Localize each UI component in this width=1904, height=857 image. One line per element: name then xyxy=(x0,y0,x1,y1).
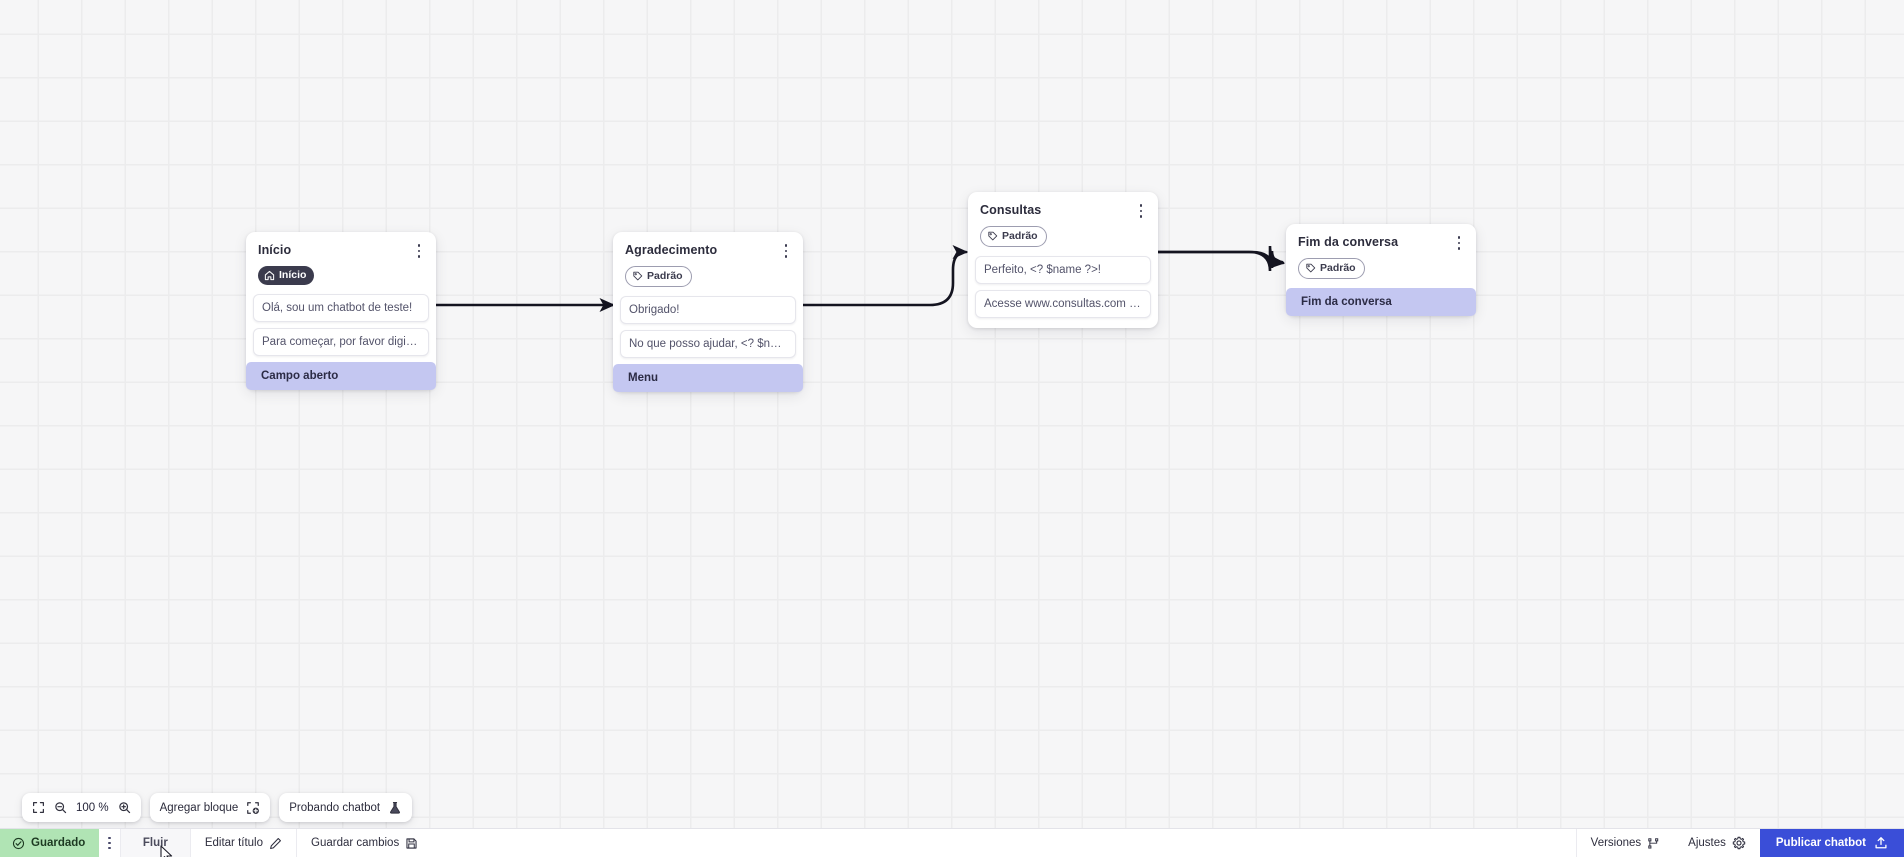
pencil-icon xyxy=(270,837,281,849)
node-tag-label: Padrão xyxy=(647,270,683,283)
node-tag-inicio[interactable]: Início xyxy=(258,266,315,285)
node-tag-row: Padrão xyxy=(1298,258,1464,279)
add-block-button[interactable]: Agregar bloque xyxy=(149,793,271,822)
node-row-message[interactable]: Olá, sou um chatbot de teste! xyxy=(253,294,429,322)
tag-icon xyxy=(633,271,643,281)
versions-label: Versiones xyxy=(1590,837,1642,849)
statusbar-spacer xyxy=(432,829,1575,857)
node-body: Perfeito, <? $name ?>! Acesse www.consul… xyxy=(968,256,1158,322)
node-header: Fim da conversa Padrão xyxy=(1286,224,1476,288)
node-title: Agradecimento xyxy=(625,243,718,257)
flow-node-consultas[interactable]: Consultas Padrão Perfeito, <? $name ?>! xyxy=(968,192,1158,328)
settings-button[interactable]: Ajustes xyxy=(1674,829,1760,857)
canvas-toolbar: 100 % Agregar bloque xyxy=(22,793,413,822)
zoom-in-icon[interactable] xyxy=(118,801,131,814)
save-changes-label: Guardar cambios xyxy=(311,837,400,849)
node-row-message[interactable]: Obrigado! xyxy=(620,296,796,324)
node-title: Consultas xyxy=(980,203,1042,217)
node-tag-padrao[interactable]: Padrão xyxy=(980,226,1047,247)
settings-label: Ajustes xyxy=(1688,837,1726,849)
node-row-action[interactable]: Menu xyxy=(613,364,803,392)
tab-fluir[interactable]: Fluir xyxy=(120,829,191,857)
node-menu-icon[interactable] xyxy=(1134,202,1148,220)
edge-consultas-to-fim xyxy=(1155,245,1285,272)
node-tag-padrao[interactable]: Padrão xyxy=(1298,258,1365,279)
saved-status-label: Guardado xyxy=(31,837,86,849)
node-row-message[interactable]: No que posso ajudar, <? $name ... xyxy=(620,330,796,358)
edit-title-button[interactable]: Editar título xyxy=(191,829,297,857)
node-body: Fim da conversa xyxy=(1286,288,1476,316)
node-body: Obrigado! No que posso ajudar, <? $name … xyxy=(613,296,803,392)
gear-icon xyxy=(1732,836,1746,850)
edit-title-label: Editar título xyxy=(204,837,263,849)
node-tag-row: Início xyxy=(258,266,424,285)
node-header: Início Início xyxy=(246,232,436,294)
node-row-message[interactable]: Para começar, por favor digite o ... xyxy=(253,328,429,356)
zoom-controls: 100 % xyxy=(22,793,141,822)
node-header: Agradecimento Padrão xyxy=(613,232,803,296)
edge-consultas-to-fim-curve xyxy=(1155,250,1286,269)
zoom-out-icon[interactable] xyxy=(54,801,67,814)
tag-icon xyxy=(988,231,998,241)
fit-screen-icon[interactable] xyxy=(32,801,45,814)
node-tag-padrao[interactable]: Padrão xyxy=(625,266,692,287)
node-tag-row: Padrão xyxy=(980,226,1146,247)
home-icon xyxy=(264,270,275,281)
check-circle-icon xyxy=(12,837,25,849)
saved-status-badge: Guardado xyxy=(0,829,100,857)
edge-agradecimento-to-consultas xyxy=(801,244,969,307)
node-row-message[interactable]: Acesse www.consultas.com par... xyxy=(975,290,1151,318)
save-changes-button[interactable]: Guardar cambios xyxy=(297,829,432,857)
tag-icon xyxy=(1306,263,1316,273)
node-title: Início xyxy=(258,243,292,257)
publish-chatbot-button[interactable]: Publicar chatbot xyxy=(1759,829,1904,857)
add-block-icon xyxy=(246,801,260,815)
flow-node-fim-da-conversa[interactable]: Fim da conversa Padrão Fim da conversa xyxy=(1286,224,1476,316)
tab-fluir-label: Fluir xyxy=(142,837,168,849)
more-vertical-icon[interactable] xyxy=(99,829,121,857)
node-tag-label: Padrão xyxy=(1320,262,1356,275)
node-header: Consultas Padrão xyxy=(968,192,1158,256)
node-tag-label: Padrão xyxy=(1002,230,1038,243)
node-tag-row: Padrão xyxy=(625,266,791,287)
branch-icon xyxy=(1648,837,1659,849)
node-title: Fim da conversa xyxy=(1298,235,1399,249)
statusbar-right-group: Versiones Ajustes Publicar chatbot xyxy=(1575,829,1904,857)
node-menu-icon[interactable] xyxy=(412,242,426,260)
versions-button[interactable]: Versiones xyxy=(1577,829,1675,857)
save-icon xyxy=(406,837,417,849)
add-block-label: Agregar bloque xyxy=(159,801,239,814)
node-row-action[interactable]: Fim da conversa xyxy=(1286,288,1476,316)
node-body: Olá, sou um chatbot de teste! Para começ… xyxy=(246,294,436,390)
node-tag-label: Início xyxy=(279,269,307,282)
flow-node-agradecimento[interactable]: Agradecimento Padrão Obrigado! No xyxy=(613,232,803,392)
bottom-status-bar: Guardado Fluir Editar título Guardar cam… xyxy=(0,828,1904,857)
test-chatbot-button[interactable]: Probando chatbot xyxy=(279,793,413,822)
node-row-action[interactable]: Campo aberto xyxy=(246,362,436,390)
node-menu-icon[interactable] xyxy=(779,242,793,260)
flow-node-inicio[interactable]: Início Início Olá, sou um chatbot de tes… xyxy=(246,232,436,390)
zoom-level-value: 100 % xyxy=(76,801,109,814)
flask-icon xyxy=(388,801,402,815)
node-row-message[interactable]: Perfeito, <? $name ?>! xyxy=(975,256,1151,284)
test-chatbot-label: Probando chatbot xyxy=(289,801,381,814)
publish-chatbot-label: Publicar chatbot xyxy=(1775,837,1866,849)
node-menu-icon[interactable] xyxy=(1452,234,1466,252)
upload-icon xyxy=(1875,837,1887,849)
